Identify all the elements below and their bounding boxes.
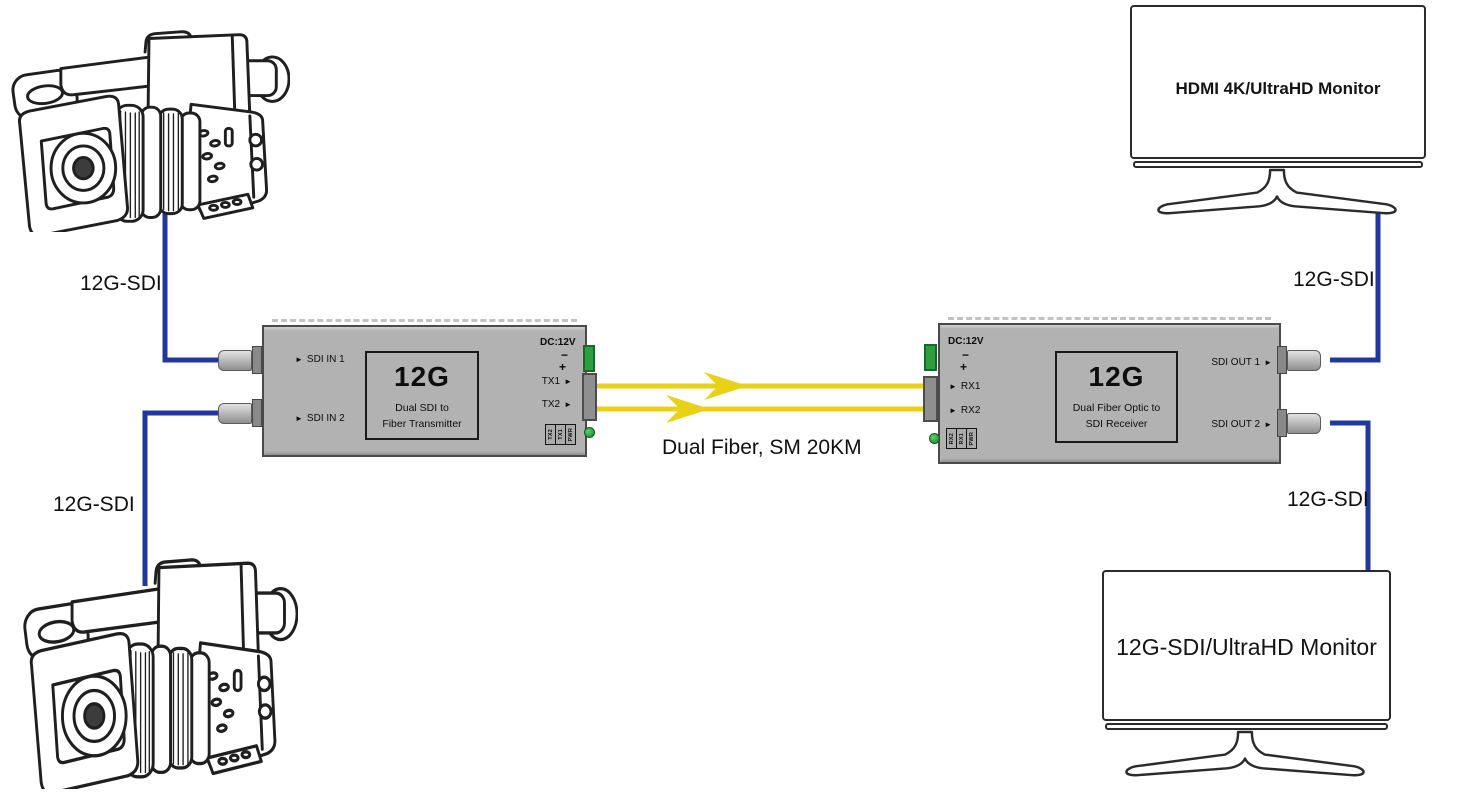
receiver-minus-sign: − bbox=[962, 348, 970, 362]
label-camera2-cable: 12G-SDI bbox=[53, 493, 135, 516]
transmitter-description-line2: Fiber Transmitter bbox=[382, 418, 462, 431]
transmitter-minus-sign: − bbox=[561, 348, 569, 362]
port-label: TX1 bbox=[541, 376, 561, 387]
transmitter-led-indicators: TX2 TX1 PWR bbox=[545, 424, 576, 445]
led-label: RX1 bbox=[957, 429, 967, 448]
fiber-arrow-1 bbox=[704, 372, 748, 400]
port-label: SDI OUT 1 bbox=[1211, 357, 1261, 368]
port-label: RX2 bbox=[960, 405, 981, 416]
receiver-bnc-output1 bbox=[1277, 346, 1321, 374]
transmitter-plus-sign: + bbox=[559, 360, 567, 374]
port-label: SDI OUT 2 bbox=[1211, 419, 1261, 430]
receiver-power-label: DC:12V bbox=[948, 336, 984, 347]
transmitter-model: 12G bbox=[394, 361, 450, 392]
receiver-fiber-in1-label: ► RX1 bbox=[949, 381, 980, 392]
transmitter-bnc-input2 bbox=[218, 399, 262, 427]
monitor-bottom-label: 12G-SDI/UltraHD Monitor bbox=[1116, 634, 1377, 660]
receiver-model-box: 12G Dual Fiber Optic to SDI Receiver bbox=[1055, 351, 1178, 443]
transmitter-input2-port-label: ► SDI IN 2 bbox=[295, 413, 345, 424]
receiver-device: DC:12V − + ► RX1 ► RX2 RX2 RX1 PWR 12G D… bbox=[938, 317, 1281, 464]
label-monitor-top-cable: 12G-SDI bbox=[1293, 268, 1375, 291]
receiver-bnc-output2 bbox=[1277, 409, 1321, 437]
receiver-description-line1: Dual Fiber Optic to bbox=[1072, 402, 1161, 414]
transmitter-fiber-out2-label: TX2 ► bbox=[542, 399, 572, 410]
led-label: TX1 bbox=[556, 425, 566, 444]
transmitter-input1-port-label: ► SDI IN 1 bbox=[295, 354, 345, 365]
led-label: PWR bbox=[968, 431, 975, 446]
led-label: RX2 bbox=[947, 429, 957, 448]
receiver-fiber-port-block bbox=[923, 376, 938, 422]
port-label: RX1 bbox=[960, 381, 981, 392]
monitor-top-stand bbox=[1128, 168, 1424, 222]
transmitter-model-box: 12G Dual SDI to Fiber Transmitter bbox=[365, 351, 479, 440]
arrow-right-icon: ► bbox=[295, 354, 303, 364]
bnc-barrel bbox=[218, 349, 252, 371]
bnc-barrel bbox=[1287, 412, 1321, 434]
receiver-power-terminal bbox=[924, 344, 937, 371]
bnc-ring bbox=[252, 399, 262, 427]
monitor-top-base-strip bbox=[1133, 161, 1423, 168]
camera-2-illustration bbox=[18, 551, 298, 789]
bnc-barrel bbox=[218, 402, 252, 424]
transmitter-power-label: DC:12V bbox=[540, 337, 576, 348]
transmitter-device: ► SDI IN 1 ► SDI IN 2 12G Dual SDI to Fi… bbox=[262, 319, 587, 457]
monitor-top-screen: HDMI 4K/UltraHD Monitor bbox=[1130, 5, 1426, 159]
camera-1-illustration bbox=[6, 24, 290, 232]
transmitter-power-led bbox=[584, 427, 595, 438]
led-label: TX2 bbox=[546, 425, 556, 444]
bnc-ring bbox=[1277, 346, 1287, 374]
port-label: SDI IN 1 bbox=[306, 354, 345, 365]
arrow-right-icon: ► bbox=[949, 405, 957, 415]
transmitter-power-terminal bbox=[583, 345, 595, 372]
port-label: SDI IN 2 bbox=[306, 413, 345, 424]
monitor-bottom-base-strip bbox=[1105, 723, 1388, 730]
bnc-ring bbox=[1277, 409, 1287, 437]
arrow-right-icon: ► bbox=[564, 376, 572, 386]
receiver-model: 12G bbox=[1088, 361, 1145, 392]
receiver-led-indicators: RX2 RX1 PWR bbox=[946, 428, 977, 449]
arrow-right-icon: ► bbox=[1264, 357, 1272, 367]
bnc-ring bbox=[252, 346, 262, 374]
receiver-output1-port-label: SDI OUT 1 ► bbox=[1211, 357, 1272, 368]
label-fiber-link: Dual Fiber, SM 20KM bbox=[662, 436, 862, 459]
monitor-top-label: HDMI 4K/UltraHD Monitor bbox=[1175, 79, 1381, 98]
receiver-fiber-in2-label: ► RX2 bbox=[949, 405, 980, 416]
arrow-right-icon: ► bbox=[949, 381, 957, 391]
bnc-barrel bbox=[1287, 349, 1321, 371]
transmitter-description-line1: Dual SDI to bbox=[395, 402, 449, 414]
monitor-bottom-screen: 12G-SDI/UltraHD Monitor bbox=[1102, 570, 1391, 721]
transmitter-fiber-out1-label: TX1 ► bbox=[542, 376, 572, 387]
arrow-right-icon: ► bbox=[295, 413, 303, 423]
arrow-right-icon: ► bbox=[1264, 419, 1272, 429]
receiver-description-line2: SDI Receiver bbox=[1085, 418, 1148, 431]
fiber-arrow-2 bbox=[666, 395, 710, 423]
port-label: TX2 bbox=[541, 399, 561, 410]
arrow-right-icon: ► bbox=[564, 399, 572, 409]
led-label: PWR bbox=[567, 427, 574, 442]
receiver-plus-sign: + bbox=[960, 360, 968, 374]
label-monitor-bottom-cable: 12G-SDI bbox=[1287, 488, 1369, 511]
receiver-power-led bbox=[929, 433, 940, 444]
label-camera1-cable: 12G-SDI bbox=[80, 272, 162, 295]
receiver-output2-port-label: SDI OUT 2 ► bbox=[1211, 419, 1272, 430]
transmitter-bnc-input1 bbox=[218, 346, 262, 374]
monitor-bottom-stand bbox=[1096, 730, 1392, 784]
transmitter-fiber-port-block bbox=[582, 373, 597, 421]
